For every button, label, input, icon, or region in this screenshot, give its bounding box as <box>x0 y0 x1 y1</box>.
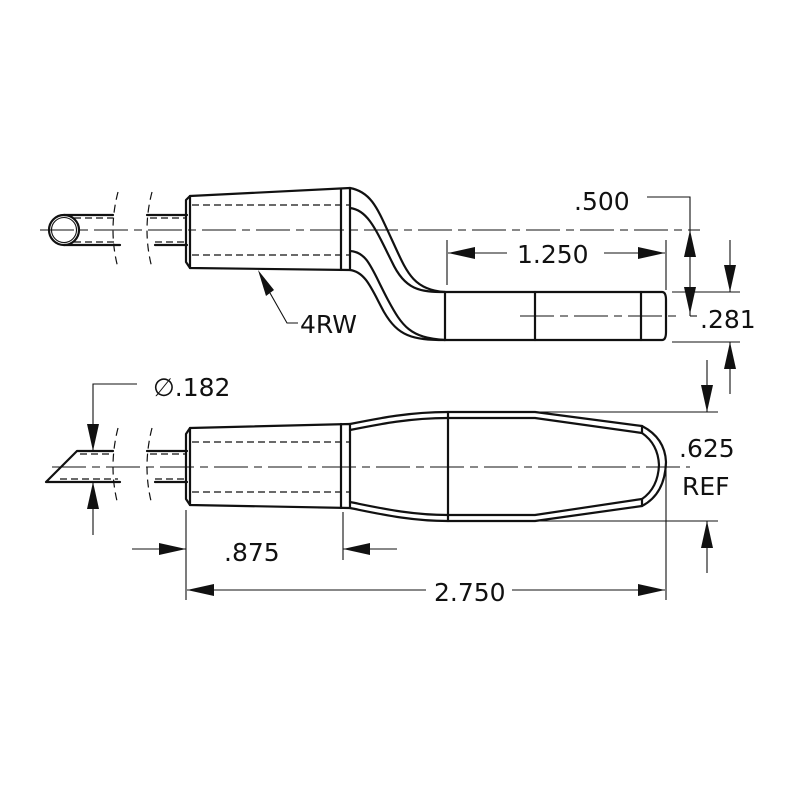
arrow-left-icon <box>187 584 214 596</box>
flared-tip-inner <box>640 431 661 501</box>
bend-inner-bottom <box>348 249 447 342</box>
dim-text-2750: 2.750 <box>434 578 506 607</box>
arrow-down-icon <box>87 424 99 451</box>
arrow-right-icon <box>638 584 665 596</box>
arrow-down-icon <box>724 265 736 292</box>
weld-callout: 4RW <box>258 270 357 339</box>
grip-body-top <box>184 422 352 510</box>
arrow-up-icon <box>701 521 713 548</box>
arrow-right-icon <box>638 247 665 259</box>
flared-body-outer <box>348 410 668 523</box>
arrow-up-icon <box>724 342 736 369</box>
dim-text-625: .625 <box>679 434 735 463</box>
top-view: ∅.182 .625 REF .875 <box>44 360 735 607</box>
dim-tube-diameter: ∅.182 <box>87 373 230 535</box>
dim-overall-length: 2.750 <box>187 470 667 607</box>
dim-grip-length: .875 <box>132 510 397 600</box>
flat-tab <box>443 290 668 342</box>
break-line-left <box>112 427 119 506</box>
weld-leader <box>269 292 298 324</box>
break-line-left <box>112 191 119 269</box>
offset-leader <box>647 196 691 230</box>
dim-text-1250: 1.250 <box>517 240 589 269</box>
tube-cut-end <box>44 449 122 484</box>
weld-arrow-icon <box>258 270 274 296</box>
arrow-down-icon <box>701 385 713 412</box>
arrow-down-icon <box>684 287 696 314</box>
arrow-left-icon <box>448 247 475 259</box>
dim-text-500: .500 <box>574 187 630 216</box>
bend-outer-top <box>348 186 447 294</box>
dim-text-875: .875 <box>224 538 280 567</box>
arrow-right-icon <box>159 543 186 555</box>
bend-inner-top <box>348 206 447 294</box>
break-line-right <box>146 427 153 506</box>
arrow-left-icon <box>343 543 370 555</box>
dim-width-ref: .625 REF <box>540 360 735 573</box>
dim-text-281: .281 <box>700 305 756 334</box>
arrow-up-icon <box>87 482 99 509</box>
arrow-up-icon <box>684 230 696 257</box>
dim-text-182: ∅.182 <box>153 373 230 402</box>
weld-callout-text: 4RW <box>300 310 357 339</box>
dim-offset: .500 <box>574 187 697 317</box>
dim-thickness: .281 <box>672 240 756 394</box>
dim-text-ref: REF <box>682 472 730 501</box>
break-line-right <box>146 191 153 269</box>
grip-body <box>184 186 352 272</box>
side-view: 4RW 1.250 .500 <box>40 186 756 394</box>
dim-flat-length: 1.250 <box>446 240 667 290</box>
bend-outer-bottom <box>348 268 447 342</box>
tube-inner-circle <box>50 216 78 244</box>
